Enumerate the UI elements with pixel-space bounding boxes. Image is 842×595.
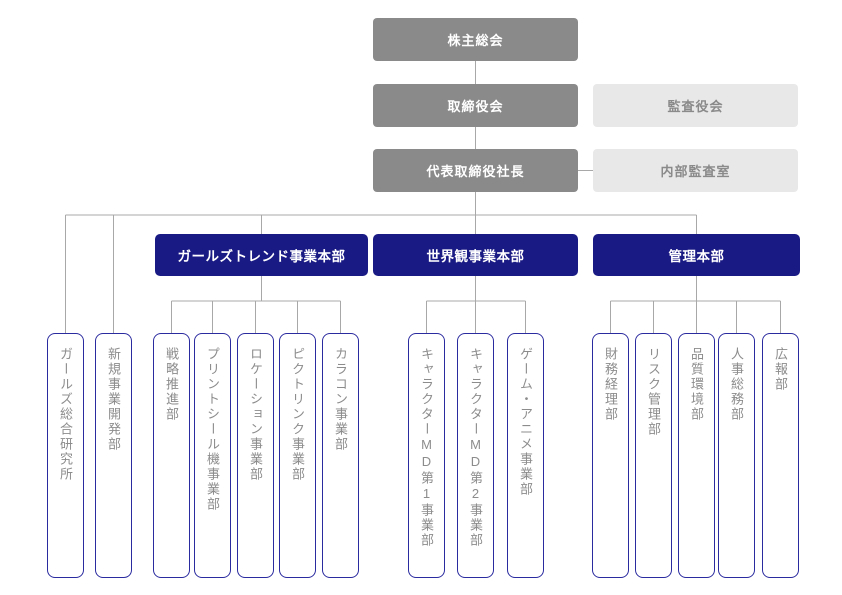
dept-strategy-promotion: 戦略推進部 xyxy=(153,333,190,578)
dept-label: カラコン事業部 xyxy=(333,347,348,452)
division-girls-trend: ガールズトレンド事業本部 xyxy=(155,234,368,276)
dept-label: ロケーション事業部 xyxy=(248,347,263,482)
dept-new-business-development: 新規事業開発部 xyxy=(95,333,132,578)
dept-label: ガールズ総合研究所 xyxy=(58,347,73,482)
dept-label: 新規事業開発部 xyxy=(106,347,121,452)
dept-label: プリントシール機事業部 xyxy=(205,347,220,512)
dept-label: キャラクターMD第1事業部 xyxy=(419,347,434,548)
dept-finance-accounting: 財務経理部 xyxy=(592,333,629,578)
dept-character-md-1: キャラクターMD第1事業部 xyxy=(408,333,445,578)
dept-label: ピクトリンク事業部 xyxy=(290,347,305,482)
division-admin: 管理本部 xyxy=(593,234,800,276)
dept-label: キャラクターMD第2事業部 xyxy=(468,347,483,548)
dept-label: 財務経理部 xyxy=(603,347,618,422)
dept-game-anime: ゲーム・アニメ事業部 xyxy=(507,333,544,578)
node-internal-audit-office: 内部監査室 xyxy=(593,149,798,192)
node-audit-and-supervisory-board: 監査役会 xyxy=(593,84,798,127)
division-sekaikan: 世界観事業本部 xyxy=(373,234,578,276)
dept-label: ゲーム・アニメ事業部 xyxy=(518,347,533,497)
dept-quality-environment: 品質環境部 xyxy=(678,333,715,578)
dept-character-md-2: キャラクターMD第2事業部 xyxy=(457,333,494,578)
dept-label: 人事総務部 xyxy=(729,347,744,422)
dept-hr-general-affairs: 人事総務部 xyxy=(718,333,755,578)
dept-risk-management: リスク管理部 xyxy=(635,333,672,578)
dept-public-relations: 広報部 xyxy=(762,333,799,578)
dept-location: ロケーション事業部 xyxy=(237,333,274,578)
dept-print-seal-machine: プリントシール機事業部 xyxy=(194,333,231,578)
dept-label: リスク管理部 xyxy=(646,347,661,437)
node-president: 代表取締役社長 xyxy=(373,149,578,192)
node-board-of-directors: 取締役会 xyxy=(373,84,578,127)
dept-pictlink: ピクトリンク事業部 xyxy=(279,333,316,578)
dept-girls-research-institute: ガールズ総合研究所 xyxy=(47,333,84,578)
node-shareholders-meeting: 株主総会 xyxy=(373,18,578,61)
dept-label: 広報部 xyxy=(773,347,788,392)
dept-label: 戦略推進部 xyxy=(164,347,179,422)
dept-colorcon: カラコン事業部 xyxy=(322,333,359,578)
dept-label: 品質環境部 xyxy=(689,347,704,422)
